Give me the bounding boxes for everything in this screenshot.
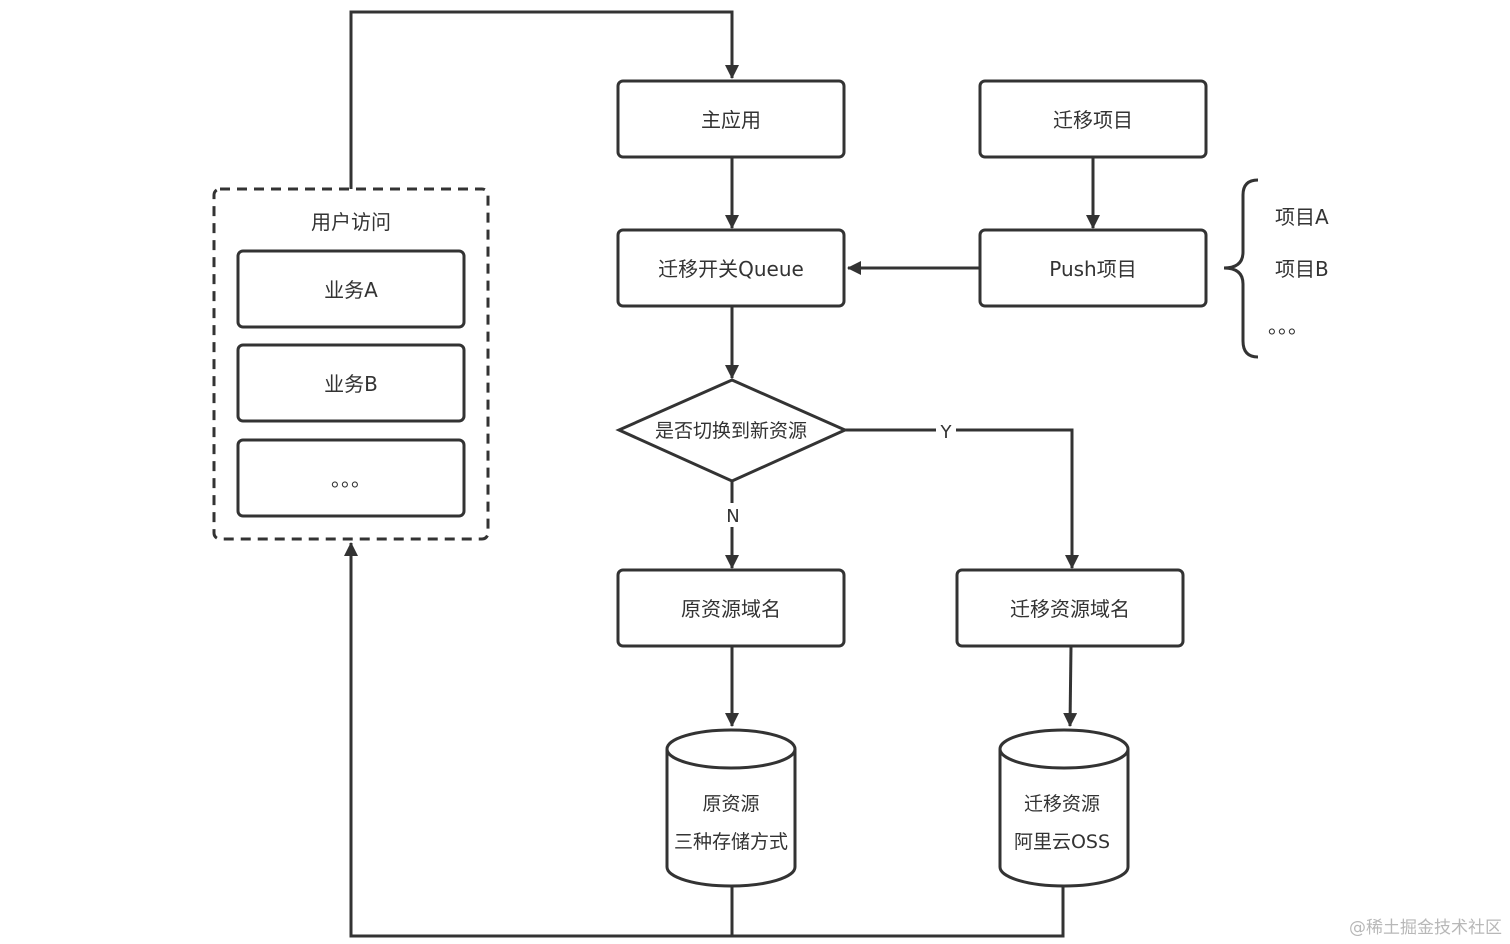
main-app-label: 主应用 xyxy=(701,108,761,132)
orig-domain-label: 原资源域名 xyxy=(681,597,781,621)
migrate-project-label: 迁移项目 xyxy=(1053,108,1133,132)
project-a-label: 项目A xyxy=(1275,205,1329,229)
business-b-node: 业务B xyxy=(236,343,466,423)
business-more-node: 。。。 xyxy=(236,438,466,518)
edge-user-to-main-app xyxy=(349,10,739,189)
push-project-label: Push项目 xyxy=(1049,257,1136,281)
migrate-domain-node: 迁移资源域名 xyxy=(955,568,1185,648)
project-more-label: 。。。 xyxy=(1268,314,1308,338)
edge-decision-yes xyxy=(845,428,1079,569)
migrate-domain-label: 迁移资源域名 xyxy=(1010,597,1130,621)
curly-brace xyxy=(1223,178,1259,359)
orig-domain-node: 原资源域名 xyxy=(616,568,846,648)
user-access-group: 用户访问 业务A 业务B 。。。 xyxy=(212,187,490,541)
business-a-label: 业务A xyxy=(324,278,378,302)
edge-migrate-domain-to-storage xyxy=(1063,645,1078,727)
project-b-label: 项目B xyxy=(1275,257,1329,281)
watermark: @稀土掘金技术社区 xyxy=(1349,918,1502,938)
edge-label-no: N xyxy=(726,506,739,527)
orig-storage-cylinder: 原资源 三种存储方式 xyxy=(665,728,797,888)
migrate-storage-cylinder: 迁移资源 阿里云OSS xyxy=(998,728,1130,888)
orig-storage-line2: 三种存储方式 xyxy=(674,831,788,853)
migrate-storage-line1: 迁移资源 xyxy=(1024,793,1100,815)
switch-queue-node: 迁移开关Queue xyxy=(616,228,846,308)
switch-queue-label: 迁移开关Queue xyxy=(658,257,804,281)
main-app-node: 主应用 xyxy=(616,79,846,159)
decision-node: 是否切换到新资源 xyxy=(615,378,849,483)
business-b-label: 业务B xyxy=(324,372,378,396)
migrate-project-node: 迁移项目 xyxy=(978,79,1208,159)
business-a-node: 业务A xyxy=(236,249,466,329)
decision-label: 是否切换到新资源 xyxy=(655,420,807,442)
migrate-storage-line2: 阿里云OSS xyxy=(1014,831,1110,853)
push-project-node: Push项目 xyxy=(978,228,1208,308)
orig-storage-line1: 原资源 xyxy=(702,793,759,815)
edge-storage-to-user xyxy=(344,542,1065,938)
business-more-label: 。。。 xyxy=(331,467,371,491)
user-access-title: 用户访问 xyxy=(311,210,391,234)
edge-label-yes: Y xyxy=(940,422,953,443)
